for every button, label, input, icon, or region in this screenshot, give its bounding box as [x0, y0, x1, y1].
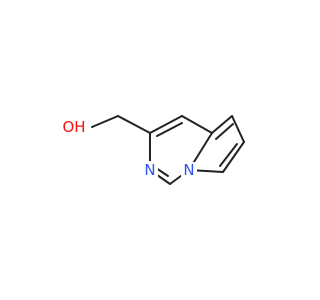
bond-c6-c7-inner [219, 143, 238, 167]
atom-label-n: N [144, 161, 155, 179]
bond-c6-c7 [222, 141, 245, 173]
bond-c4a-c5-inner [215, 123, 234, 140]
bond-c5-c6 [231, 115, 245, 143]
bond-ch2-c3 [117, 115, 151, 134]
bond-c4-c4a [181, 115, 213, 134]
molecule-canvas: OH N N [58, 115, 245, 185]
atom-label-n-bridgehead: N [183, 161, 194, 179]
bonds [91, 115, 245, 185]
bond-c4a-c5 [211, 115, 233, 134]
bond-c3-c4-inner [156, 122, 183, 137]
bond-o-ch2 [91, 115, 119, 128]
bond-c3-c4 [149, 115, 183, 134]
atom-labels: OH N N [58, 118, 197, 179]
structure-diagram: OH N N [58, 115, 245, 185]
atom-label-oh: OH [62, 118, 85, 136]
